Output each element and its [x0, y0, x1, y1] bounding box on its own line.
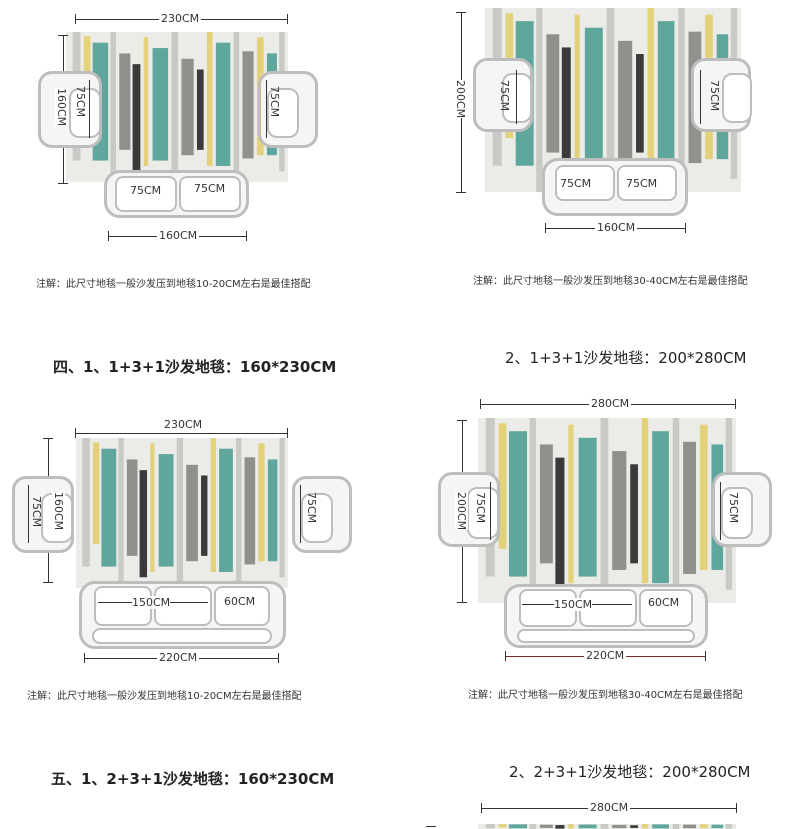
rug	[66, 32, 288, 182]
note: 注解：此尺寸地毯一般沙发压到地毯30-40CM左右是最佳搭配	[468, 690, 743, 701]
sofa-seat-label: 75CM	[130, 184, 162, 197]
depth-label: 160CM	[52, 492, 65, 531]
armchair-right	[712, 472, 772, 547]
sofa-total-label: 220CM	[584, 649, 627, 662]
rug	[478, 418, 736, 603]
heading-section-5-1: 五、1、2+3+1沙发地毯：160*230CM	[51, 770, 335, 788]
sofa-seat-label: 75CM	[560, 177, 592, 190]
chair-label: 75CM	[305, 492, 318, 524]
sofa-seat-label: 75CM	[194, 182, 226, 195]
depth-label: 200CM	[454, 80, 467, 119]
heading-section-5-2: 2、2+3+1沙发地毯：200*280CM	[509, 763, 751, 781]
armchair-right	[292, 476, 352, 553]
sofa	[542, 158, 688, 216]
width-label: 280CM	[589, 397, 632, 410]
chair-label: 75CM	[708, 80, 721, 112]
sofa-seat-label: 75CM	[626, 177, 658, 190]
depth-label: 200CM	[455, 492, 468, 531]
sofa-seat-label: 150CM	[132, 596, 171, 609]
chair-label: 75CM	[74, 86, 87, 118]
depth-label: 160CM	[55, 88, 68, 127]
sofa-total-label: 160CM	[157, 229, 200, 242]
sofa-total-label: 160CM	[595, 221, 638, 234]
armchair-left	[38, 71, 102, 148]
sofa	[79, 581, 286, 649]
sofa	[504, 584, 708, 648]
armchair-right	[691, 58, 752, 132]
armchair-right	[258, 71, 318, 148]
sofa	[104, 170, 249, 218]
note: 注解：此尺寸地毯一般沙发压到地毯10-20CM左右是最佳搭配	[36, 279, 311, 290]
width-label: 280CM	[588, 801, 631, 814]
sofa-seat-label: 60CM	[648, 596, 680, 609]
sofa-seat-label: 60CM	[224, 595, 256, 608]
chair-label: 75CM	[268, 86, 281, 118]
heading-section-4-1: 四、1、1+3+1沙发地毯：160*230CM	[53, 358, 337, 376]
note: 注解：此尺寸地毯一般沙发压到地毯30-40CM左右是最佳搭配	[473, 276, 748, 287]
heading-section-4-2: 2、1+3+1沙发地毯：200*280CM	[505, 349, 747, 367]
sofa-total-label: 220CM	[157, 651, 200, 664]
note: 注解：此尺寸地毯一般沙发压到地毯10-20CM左右是最佳搭配	[27, 691, 302, 702]
sofa-seat-label: 150CM	[554, 598, 593, 611]
armchair-left	[473, 58, 533, 132]
chair-label: 75CM	[727, 492, 740, 524]
chair-label: 75CM	[30, 496, 43, 528]
rug	[478, 824, 736, 829]
chair-label: 75CM	[498, 80, 511, 112]
rug	[76, 438, 288, 588]
width-label: 230CM	[162, 418, 205, 431]
chair-label: 75CM	[474, 492, 487, 524]
armchair-left	[438, 472, 500, 547]
width-label: 230CM	[159, 12, 202, 25]
